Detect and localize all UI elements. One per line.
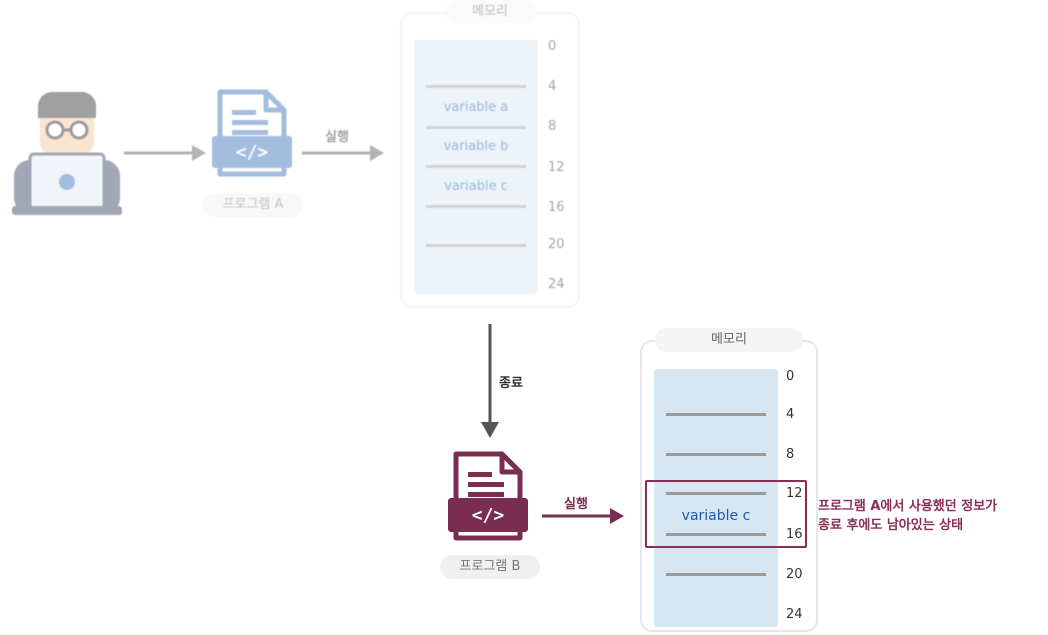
bottom-variable-c: variable c	[681, 508, 751, 524]
arrow-run-b	[542, 508, 624, 524]
bottom-memory-divider	[666, 413, 766, 416]
top-tick: 8	[548, 119, 557, 134]
top-memory-title: 메모리	[445, 0, 535, 24]
leftover-note-line1: 프로그램 A에서 사용했던 정보가	[818, 499, 998, 514]
top-variable-b: variable b	[443, 139, 509, 154]
bottom-tick: 0	[786, 369, 795, 384]
run-label-a: 실행	[325, 130, 349, 145]
bottom-tick: 16	[786, 527, 803, 542]
leftover-note: 프로그램 A에서 사용했던 정보가 종료 후에도 남아있는 상태	[818, 497, 1046, 535]
bottom-tick: 12	[786, 486, 803, 501]
svg-text:</>: </>	[472, 505, 505, 526]
arrow-terminate	[481, 324, 499, 438]
top-memory-divider	[426, 244, 526, 247]
top-variable-a: variable a	[443, 100, 509, 115]
top-memory-divider	[426, 165, 526, 168]
top-tick: 24	[548, 277, 565, 292]
developer-laptop-icon	[12, 92, 122, 215]
top-variable-c: variable c	[444, 179, 508, 194]
top-memory-divider	[426, 205, 526, 208]
bottom-memory-divider	[666, 533, 766, 536]
bottom-memory-divider	[666, 573, 766, 576]
arrow-run-a	[302, 145, 384, 161]
code-file-icon: </>	[448, 451, 528, 541]
top-memory-divider	[426, 126, 526, 129]
bottom-memory-block	[654, 369, 778, 627]
program-b-label: 프로그램 B	[440, 555, 540, 579]
bottom-tick: 20	[786, 567, 803, 582]
bottom-tick: 4	[786, 407, 795, 422]
top-memory-divider	[426, 85, 526, 88]
bottom-tick: 24	[786, 607, 803, 622]
top-tick: 12	[548, 160, 565, 175]
arrow-to-program-a	[124, 145, 206, 161]
top-tick: 0	[548, 39, 557, 54]
svg-text:</>: </>	[236, 142, 269, 163]
top-tick: 16	[548, 200, 565, 215]
top-tick: 4	[548, 79, 557, 94]
top-memory-frame	[400, 12, 580, 308]
program-a-label: 프로그램 A	[203, 193, 303, 217]
leftover-note-line2: 종료 후에도 남아있는 상태	[818, 518, 964, 533]
run-label-b: 실행	[564, 497, 588, 512]
leftover-data-highlight	[645, 480, 807, 548]
bottom-memory-divider	[666, 453, 766, 456]
bottom-memory-divider	[666, 492, 766, 495]
bottom-memory-title: 메모리	[655, 328, 803, 352]
terminate-label: 종료	[499, 376, 523, 391]
bottom-tick: 8	[786, 447, 795, 462]
top-tick: 20	[548, 237, 565, 252]
code-file-icon: </>	[212, 89, 292, 177]
top-memory-block	[414, 40, 538, 294]
